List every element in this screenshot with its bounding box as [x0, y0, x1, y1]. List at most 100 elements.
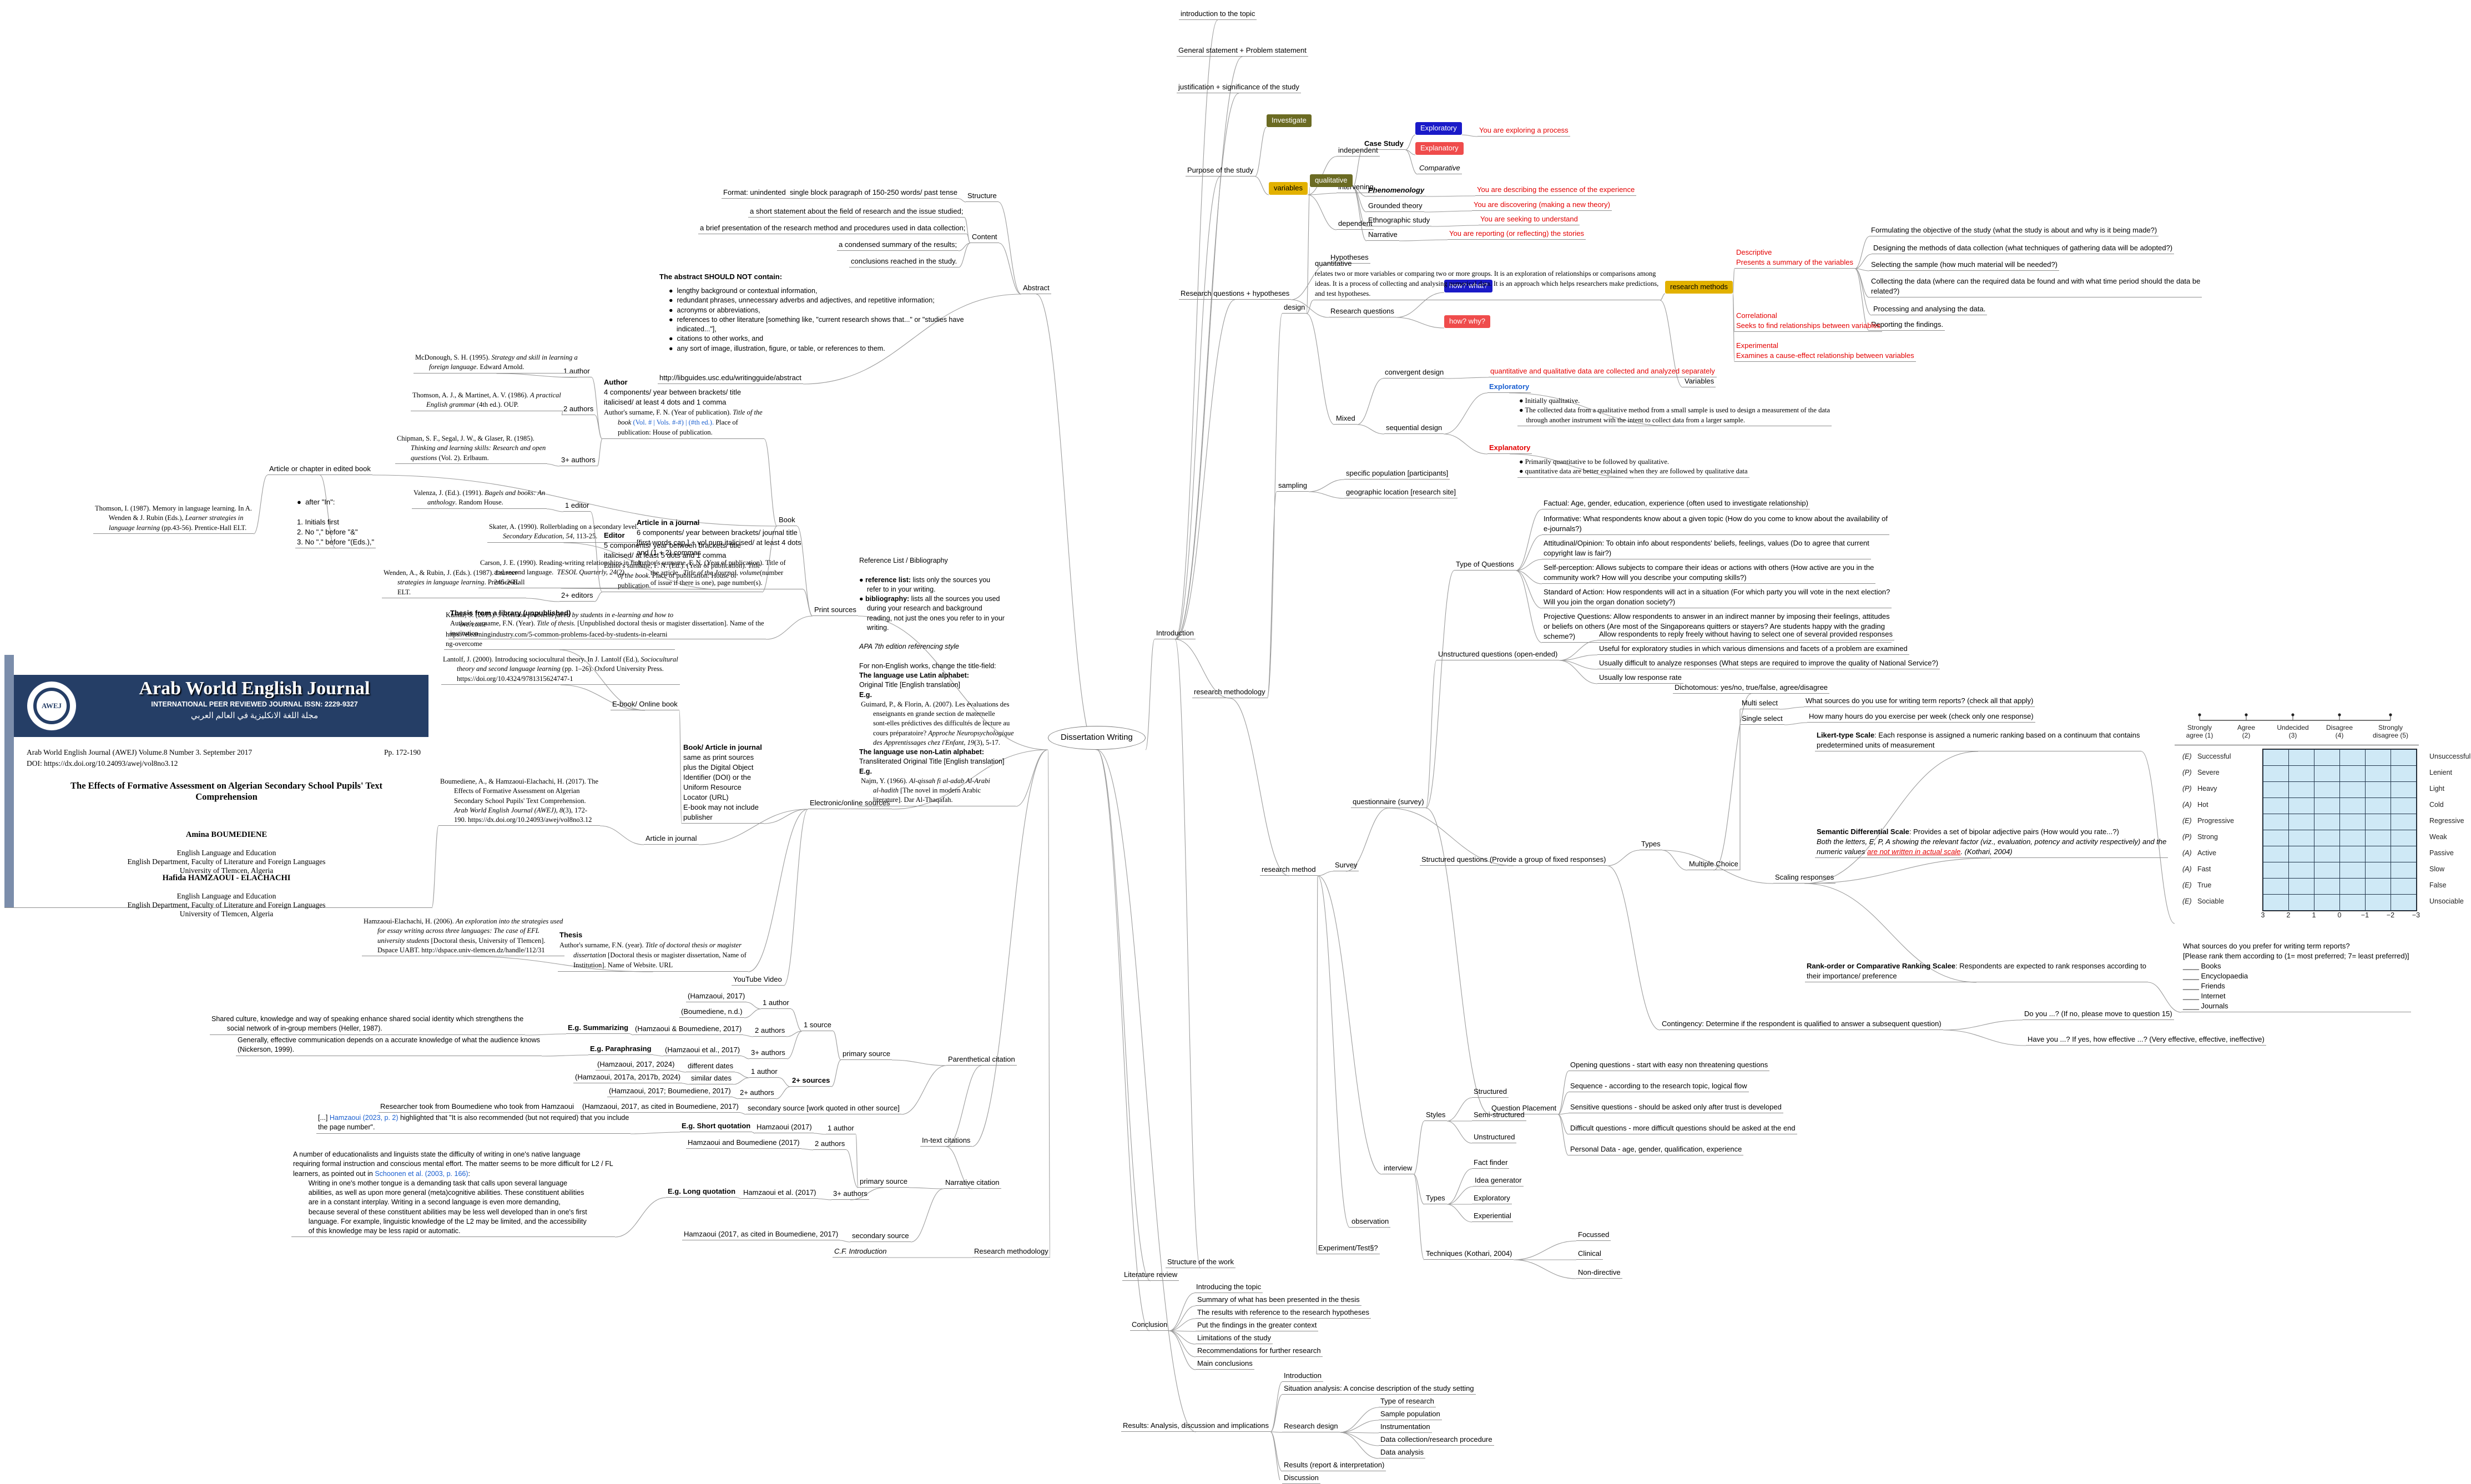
- narrative-study[interactable]: Narrative: [1366, 230, 1399, 241]
- qp-difficult[interactable]: Difficult questions - more difficult que…: [1569, 1123, 1797, 1134]
- single-select-note[interactable]: How many hours do you exercise per week …: [1807, 711, 2035, 723]
- ex-n-etal[interactable]: Hamzaoui et al. (2017): [742, 1188, 818, 1199]
- intext-citations[interactable]: In-text citations: [920, 1135, 972, 1147]
- eg-summarizing[interactable]: E.g. Summarizing: [566, 1023, 631, 1034]
- sequential-design[interactable]: sequential design: [1384, 423, 1444, 434]
- ebook-online-book[interactable]: E-book/ Online book: [611, 699, 679, 710]
- contingency-ex1[interactable]: Do you ...? (If no, please move to quest…: [2023, 1009, 2174, 1020]
- skater[interactable]: Skater, A. (1990). Rollerblading on a se…: [487, 522, 641, 543]
- tq-factual[interactable]: Factual: Age, gender, education, experie…: [1542, 498, 1810, 509]
- tech-focussed[interactable]: Focussed: [1576, 1230, 1611, 1241]
- seq-explanatory-desc[interactable]: ● Primarily quantitative to be followed …: [1517, 457, 1749, 478]
- cite-2authors[interactable]: 2 authors: [753, 1026, 787, 1037]
- abs-content[interactable]: Content: [970, 232, 999, 243]
- abs-content-1[interactable]: a short statement about the field of res…: [748, 206, 965, 218]
- type-idea-generator[interactable]: Idea generator: [1473, 1175, 1524, 1187]
- survey[interactable]: Survey: [1333, 860, 1359, 871]
- res-discussion[interactable]: Discussion: [1282, 1473, 1320, 1484]
- geographic-location[interactable]: geographic location [research site]: [1344, 487, 1458, 498]
- two-editors[interactable]: 2+ editors: [559, 590, 595, 602]
- cite-1author-2[interactable]: 1 author: [749, 1067, 779, 1078]
- secondary-source-1[interactable]: secondary source [work quoted in other s…: [746, 1103, 901, 1114]
- qualitative-box[interactable]: qualitative: [1310, 174, 1353, 187]
- thesis-format[interactable]: Thesis Author's surname, F.N. (year). Ti…: [558, 930, 748, 972]
- ex-secondary[interactable]: (Hamzaoui, 2017, as cited in Boumediene,…: [581, 1102, 740, 1113]
- comparative[interactable]: Comparative: [1418, 163, 1462, 174]
- uq-1[interactable]: Allow respondents to reply freely withou…: [1597, 629, 1894, 640]
- boumediene-2017[interactable]: Boumediene, A., & Hamzaoui-Elachachi, H.…: [438, 777, 601, 826]
- quantitative[interactable]: quantitative relates two or more variabl…: [1313, 259, 1661, 300]
- narrative-citation[interactable]: Narrative citation: [944, 1178, 1001, 1189]
- thesis-library[interactable]: Thesis from a library (unpublished) Auth…: [448, 608, 766, 640]
- question-placement[interactable]: Question Placement: [1490, 1103, 1559, 1114]
- scaling-responses[interactable]: Scaling responses: [1773, 872, 1836, 884]
- author-format[interactable]: Author 4 components/ year between bracke…: [602, 377, 764, 439]
- unstructured-questions[interactable]: Unstructured questions (open-ended): [1436, 649, 1560, 660]
- research-method[interactable]: research method: [1260, 865, 1318, 876]
- mcdonough[interactable]: McDonough, S. H. (1995). Strategy and sk…: [413, 353, 579, 373]
- primary-source-1[interactable]: primary source: [841, 1049, 892, 1060]
- primary-source-2[interactable]: primary source: [858, 1177, 909, 1188]
- eg-long-quotation[interactable]: E.g. Long quotation: [666, 1187, 738, 1198]
- structure-of-work[interactable]: Structure of the work: [1166, 1257, 1236, 1268]
- conc-1[interactable]: Introducing the topic: [1194, 1282, 1263, 1293]
- grounded-note[interactable]: You are discovering (making a new theory…: [1472, 200, 1612, 211]
- long-quote-text[interactable]: A number of educationalists and linguist…: [291, 1150, 615, 1238]
- contingency[interactable]: Contingency: Determine if the respondent…: [1660, 1019, 1943, 1030]
- results[interactable]: Results: Analysis, discussion and implic…: [1121, 1421, 1271, 1432]
- case-study[interactable]: Case Study: [1363, 139, 1405, 150]
- rd-type[interactable]: Type of research: [1379, 1396, 1436, 1407]
- semantic-differential[interactable]: Semantic Differential Scale: Provides a …: [1815, 827, 2169, 858]
- types[interactable]: Types: [1640, 839, 1662, 850]
- exploring-note[interactable]: You are exploring a process: [1477, 125, 1570, 137]
- article-chapter-note[interactable]: ● after "In": 1. Initials first 2. No ",…: [295, 497, 376, 548]
- abs-format[interactable]: Format: unindented single block paragrap…: [722, 188, 960, 199]
- ex-n-ham-boum[interactable]: Hamzaoui and Boumediene (2017): [686, 1138, 801, 1149]
- rm-step-6[interactable]: Reporting the findings.: [1869, 320, 1945, 331]
- convergent-note[interactable]: quantitative and qualitative data are co…: [1489, 366, 1717, 377]
- abs-should-not[interactable]: The abstract SHOULD NOT contain:: [659, 272, 783, 281]
- narrative-note[interactable]: You are reporting (or reflecting) the st…: [1448, 229, 1586, 240]
- kumar[interactable]: Kumar, S. (2015). 5 common problems face…: [444, 610, 675, 650]
- conc-3[interactable]: The results with reference to the resear…: [1196, 1308, 1371, 1319]
- hamzaoui-2006[interactable]: Hamzaoui-Elachachi, H. (2006). An explor…: [362, 917, 565, 956]
- interview-types[interactable]: Types: [1424, 1193, 1447, 1204]
- techniques[interactable]: Techniques (Kothari, 2004): [1424, 1249, 1514, 1260]
- qp-opening[interactable]: Opening questions - start with easy non …: [1569, 1060, 1770, 1071]
- res-situation[interactable]: Situation analysis: A concise descriptio…: [1282, 1384, 1476, 1395]
- intro-topic[interactable]: introduction to the topic: [1179, 9, 1257, 20]
- contingency-ex2[interactable]: Have you ...? If yes, how effective ...?…: [2026, 1034, 2266, 1046]
- rd-data-analysis[interactable]: Data analysis: [1379, 1447, 1426, 1458]
- grounded-theory[interactable]: Grounded theory: [1366, 201, 1424, 212]
- type-of-questions[interactable]: Type of Questions: [1454, 559, 1516, 571]
- abstract[interactable]: Abstract: [1021, 283, 1051, 294]
- ex-hamzaoui-boumediene[interactable]: (Hamzaoui & Boumediene, 2017): [633, 1024, 744, 1035]
- research-methodology[interactable]: research methodology: [1192, 687, 1267, 698]
- one-source[interactable]: 1 source: [802, 1020, 833, 1031]
- multiple-choice[interactable]: Multiple Choice: [1687, 859, 1740, 870]
- one-editor[interactable]: 1 editor: [563, 501, 591, 512]
- styles[interactable]: Styles: [1424, 1110, 1448, 1121]
- abs-content-3[interactable]: a condensed summary of the results;: [837, 240, 959, 251]
- rm-step-5[interactable]: Processing and analysing the data.: [1872, 304, 1988, 315]
- research-questions[interactable]: Research questions: [1329, 306, 1396, 317]
- style-semi[interactable]: Semi-structured: [1472, 1110, 1526, 1121]
- rq-hypotheses[interactable]: Research questions + hypotheses: [1179, 289, 1292, 300]
- ex-similar-dates[interactable]: (Hamzaoui, 2017a, 2017b, 2024): [573, 1072, 683, 1083]
- ex-hamzaoui-etal[interactable]: (Hamzaoui et al., 2017): [663, 1045, 742, 1056]
- ebook-format[interactable]: Book/ Article in journal same as print s…: [682, 743, 764, 824]
- descriptive[interactable]: Descriptive Presents a summary of the va…: [1734, 248, 1855, 269]
- tq-self-perception[interactable]: Self-perception: Allows subjects to comp…: [1542, 563, 1876, 584]
- tech-clinical[interactable]: Clinical: [1576, 1249, 1603, 1260]
- experimental[interactable]: Experimental Examines a cause-effect rel…: [1734, 341, 1916, 362]
- phenomenology[interactable]: Phenomenology: [1366, 185, 1426, 196]
- valenza[interactable]: Valenza, J. (Ed.). (1991). Bagels and bo…: [412, 488, 547, 509]
- rd-sample[interactable]: Sample population: [1379, 1409, 1442, 1420]
- mixed[interactable]: Mixed: [1334, 413, 1357, 425]
- ex-diff-dates[interactable]: (Hamzaoui, 2017, 2024): [596, 1059, 677, 1071]
- interview[interactable]: interview: [1382, 1163, 1414, 1174]
- tq-informative[interactable]: Informative: What respondents know about…: [1542, 514, 1890, 535]
- cite-2plus-authors[interactable]: 2+ authors: [738, 1088, 776, 1099]
- conc-5[interactable]: Limitations of the study: [1196, 1333, 1273, 1344]
- rank-order-scale[interactable]: Rank-order or Comparative Ranking Scalee…: [1805, 961, 2149, 982]
